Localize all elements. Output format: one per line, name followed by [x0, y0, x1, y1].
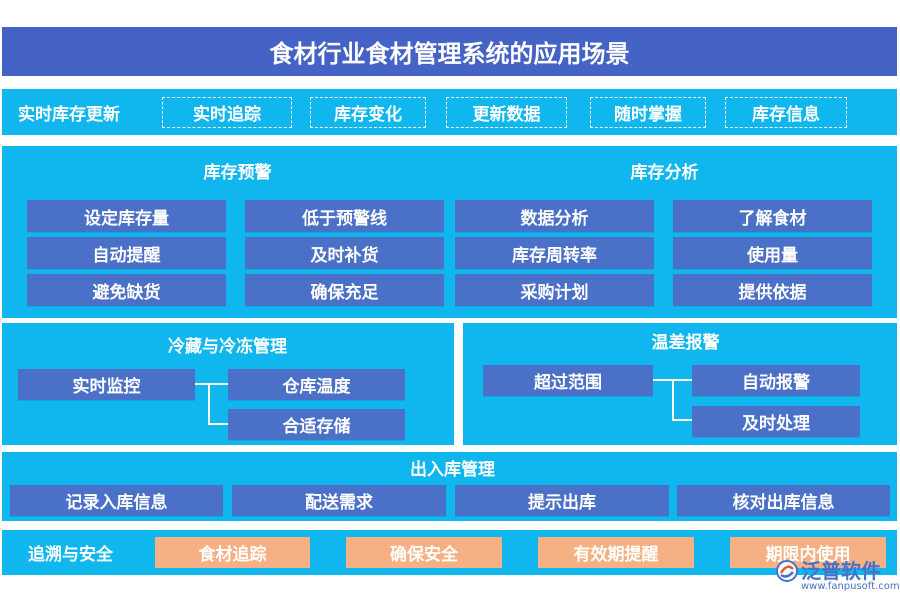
connector-line [195, 383, 228, 385]
logo-brand: 泛普软件 [801, 559, 881, 583]
inout-item: 配送需求 [232, 485, 446, 516]
connector-line [672, 419, 693, 421]
realtime-label: 实时库存更新 [18, 105, 120, 125]
warning-item: 低于预警线 [245, 200, 444, 232]
trace-item: 确保安全 [346, 537, 502, 568]
cold-root: 实时监控 [18, 369, 195, 400]
realtime-item: 随时掌握 [590, 97, 706, 128]
warning-item: 确保充足 [245, 274, 444, 306]
analysis-item: 数据分析 [455, 200, 654, 232]
connector-line [208, 383, 210, 425]
realtime-item: 更新数据 [446, 97, 567, 128]
analysis-item: 了解食材 [673, 200, 872, 232]
cold-heading: 冷藏与冷冻管理 [168, 336, 287, 357]
tempdiff-branch: 及时处理 [692, 406, 860, 437]
warning-item: 避免缺货 [27, 274, 226, 306]
page-title: 食材行业食材管理系统的应用场景 [2, 27, 897, 76]
analysis-heading: 库存分析 [630, 162, 699, 183]
connector-line [208, 423, 228, 425]
trace-item: 食材追踪 [155, 537, 310, 568]
realtime-item: 库存信息 [725, 97, 847, 128]
inout-item: 核对出库信息 [677, 485, 890, 516]
cold-branch: 仓库温度 [228, 369, 405, 400]
analysis-item: 采购计划 [455, 274, 654, 306]
realtime-item: 实时追踪 [162, 97, 292, 128]
warning-item: 自动提醒 [27, 237, 226, 269]
connector-line [672, 379, 674, 421]
logo-url: www.fanpusoft.com [801, 581, 900, 592]
realtime-item: 库存变化 [310, 97, 426, 128]
warning-item: 设定库存量 [27, 200, 226, 232]
inout-item: 记录入库信息 [10, 485, 223, 516]
tempdiff-root: 超过范围 [483, 365, 653, 396]
logo: 泛普软件 www.fanpusoft.com [775, 553, 900, 597]
trace-item: 有效期提醒 [538, 537, 694, 568]
inout-item: 提示出库 [455, 485, 669, 516]
trace-label: 追溯与安全 [28, 545, 113, 565]
tempdiff-heading: 温差报警 [651, 332, 720, 353]
tempdiff-branch: 自动报警 [692, 365, 860, 396]
trace-item: 期限内使用 [730, 537, 886, 568]
analysis-item: 库存周转率 [455, 237, 654, 269]
analysis-item: 使用量 [673, 237, 872, 269]
warning-heading: 库存预警 [203, 162, 272, 183]
cold-branch: 合适存储 [228, 409, 405, 440]
logo-mark-icon [776, 560, 798, 582]
warning-item: 及时补货 [245, 237, 444, 269]
analysis-item: 提供依据 [673, 274, 872, 306]
inout-heading: 出入库管理 [410, 459, 495, 480]
